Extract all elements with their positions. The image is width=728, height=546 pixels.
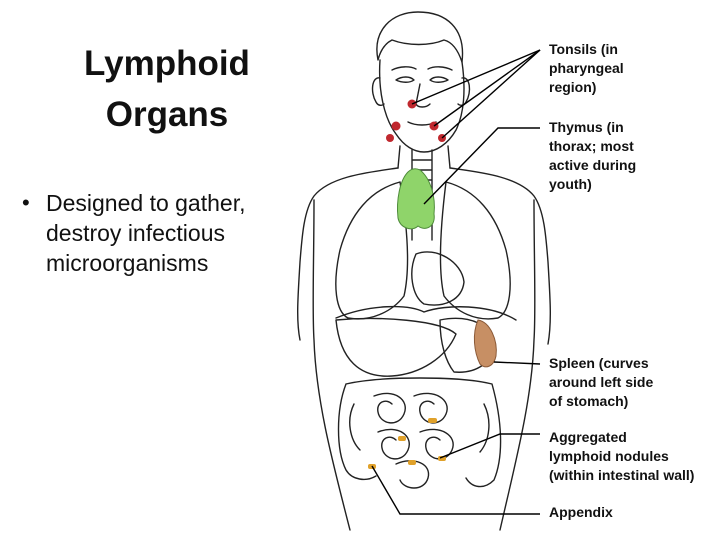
spleen-label-line: around left side xyxy=(549,374,654,390)
tonsils-label-line: pharyngeal xyxy=(549,60,624,76)
spleen-leader xyxy=(493,361,541,365)
thymus-label-line: thorax; most xyxy=(549,138,634,154)
neck-right xyxy=(447,145,451,169)
spleen-label: Spleen (curves around left side of stoma… xyxy=(549,354,653,411)
tonsil-dot xyxy=(391,121,401,131)
thymus xyxy=(397,168,435,230)
nodules-label-line: (within intestinal wall) xyxy=(549,467,695,483)
thymus-label-line: active during xyxy=(549,157,637,173)
nodules-label-line: lymphoid nodules xyxy=(549,448,669,464)
tonsils-label-line: region) xyxy=(549,79,597,95)
appendix-label-line: Appendix xyxy=(549,504,613,520)
title-line-1: Lymphoid xyxy=(84,44,250,83)
liver xyxy=(335,317,457,377)
title-line-2: Organs xyxy=(105,95,229,134)
thymus-label: Thymus (in thorax; most active during yo… xyxy=(549,118,636,194)
appendix-leader xyxy=(371,465,540,515)
appendix-label: Appendix xyxy=(549,503,613,522)
lymphoid-nodules xyxy=(368,418,446,469)
hair-outline xyxy=(376,11,464,63)
nodules-label-line: Aggregated xyxy=(549,429,627,445)
thymus-label-line: Thymus (in xyxy=(549,119,624,135)
spleen-label-line: Spleen (curves xyxy=(549,355,649,371)
tonsils-leader xyxy=(433,49,541,127)
tonsils-leader xyxy=(411,49,541,105)
tonsils-leader xyxy=(441,49,541,139)
slide-title: Lymphoid Organs xyxy=(32,38,302,140)
nodule xyxy=(398,436,406,441)
left-brow xyxy=(391,66,417,71)
small-intestine-3 xyxy=(377,428,410,460)
bullet-item: • Designed to gather, destroy infectious… xyxy=(18,188,308,278)
small-intestine-1 xyxy=(373,392,406,424)
thymus-leader xyxy=(423,127,540,205)
nodule xyxy=(408,460,416,465)
right-eye xyxy=(429,76,449,83)
left-flank xyxy=(312,199,351,531)
tonsils-label-line: Tonsils (in xyxy=(549,41,618,57)
bullet-dot-icon: • xyxy=(22,190,30,215)
tonsils-label: Tonsils (in pharyngeal region) xyxy=(549,40,624,97)
tonsils xyxy=(386,99,446,142)
spleen xyxy=(473,319,497,368)
heart xyxy=(411,251,465,306)
right-lung xyxy=(439,181,511,320)
nodule xyxy=(428,418,437,423)
right-flank xyxy=(499,199,536,531)
large-intestine xyxy=(337,377,502,488)
tonsil-dot xyxy=(386,134,394,142)
head-outline xyxy=(378,59,465,153)
left-ear xyxy=(371,77,385,107)
small-intestine-6 xyxy=(349,403,490,453)
right-brow xyxy=(427,66,453,71)
spleen-label-line: of stomach) xyxy=(549,393,629,409)
body-figure xyxy=(296,11,552,531)
nose xyxy=(415,83,431,108)
bullet-line-2: destroy infectious xyxy=(46,220,225,246)
nodules-leader xyxy=(439,433,540,459)
left-lung xyxy=(335,181,409,320)
thymus-label-line: youth) xyxy=(549,176,592,192)
nodules-label: Aggregated lymphoid nodules (within inte… xyxy=(549,428,694,485)
torso-outline xyxy=(296,167,552,345)
neck-left xyxy=(397,145,401,169)
left-eye xyxy=(395,76,415,83)
diaphragm xyxy=(335,305,517,321)
bullet-line-1: Designed to gather, xyxy=(46,190,246,216)
bullet-list: • Designed to gather, destroy infectious… xyxy=(18,188,308,278)
bullet-line-3: microorganisms xyxy=(46,250,209,276)
small-intestine-4 xyxy=(419,428,454,460)
